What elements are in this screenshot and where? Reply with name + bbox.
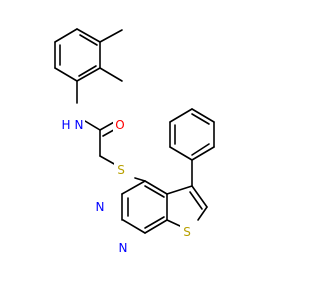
bond bbox=[134, 177, 146, 182]
atom-nitrogen-pyrimidine-upper: N bbox=[96, 200, 105, 214]
structure-canvas: O H N S N N S bbox=[54, 28, 215, 255]
bond bbox=[79, 34, 98, 46]
bond bbox=[191, 113, 210, 125]
bond bbox=[99, 67, 123, 82]
bond bbox=[54, 67, 78, 82]
bond bbox=[169, 146, 193, 161]
atom-oxygen-carbonyl: O bbox=[115, 118, 124, 132]
bond bbox=[191, 108, 215, 123]
atom-nitrogen-pyrimidine-lower: N bbox=[119, 241, 128, 255]
bond bbox=[191, 185, 208, 208]
atom-sulfur-thiophene: S bbox=[183, 225, 191, 239]
bond bbox=[169, 108, 193, 123]
bond bbox=[144, 216, 165, 229]
bond bbox=[122, 219, 146, 234]
bond bbox=[99, 155, 117, 166]
bond bbox=[197, 206, 208, 221]
bond bbox=[166, 219, 181, 227]
bond bbox=[121, 180, 146, 195]
bond bbox=[76, 28, 101, 43]
atom-sulfur-thioether: S bbox=[117, 163, 125, 177]
bond bbox=[189, 191, 203, 210]
bond bbox=[84, 120, 101, 131]
bond bbox=[144, 185, 165, 198]
atom-hydrogen-amide: H bbox=[61, 118, 70, 132]
bond bbox=[191, 146, 215, 161]
bond bbox=[78, 65, 97, 77]
bond bbox=[144, 180, 168, 195]
bond bbox=[166, 185, 193, 195]
bond bbox=[191, 143, 210, 156]
bond bbox=[144, 219, 168, 234]
bond bbox=[54, 28, 78, 43]
atom-labels: O H N S N N S bbox=[59, 118, 194, 255]
bond bbox=[99, 29, 123, 43]
molecule-diagram: O H N S N N S bbox=[54, 28, 215, 255]
bond bbox=[76, 67, 101, 82]
atom-nitrogen-amide: N bbox=[75, 118, 84, 132]
